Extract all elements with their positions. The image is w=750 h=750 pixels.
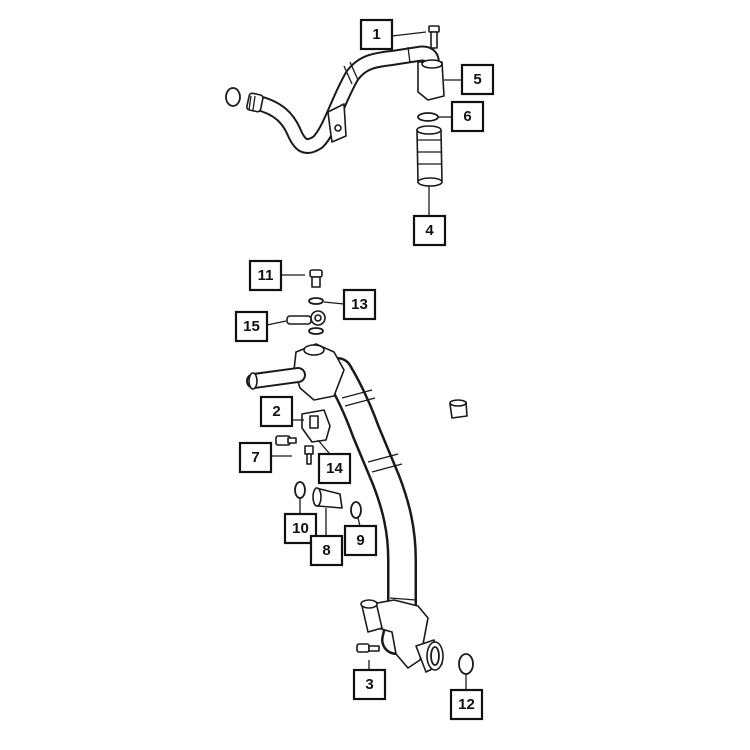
upper-pipe-assembly bbox=[225, 25, 445, 187]
callout-14: 14 bbox=[317, 452, 352, 485]
o-ring-6 bbox=[417, 112, 439, 122]
callout-6: 6 bbox=[450, 100, 485, 133]
callout-2: 2 bbox=[259, 395, 294, 428]
callout-12-label: 12 bbox=[458, 696, 475, 713]
callout-7: 7 bbox=[238, 441, 273, 474]
callout-8: 8 bbox=[309, 534, 344, 567]
callout-13: 13 bbox=[342, 288, 377, 321]
callout-4: 4 bbox=[412, 214, 447, 247]
callout-9: 9 bbox=[343, 524, 378, 557]
callout-11: 11 bbox=[248, 259, 283, 292]
callout-5-label: 5 bbox=[473, 71, 481, 88]
callout-2-label: 2 bbox=[272, 403, 280, 420]
callout-3: 3 bbox=[352, 668, 387, 701]
callout-4-label: 4 bbox=[425, 222, 434, 239]
callout-15-label: 15 bbox=[243, 318, 260, 335]
callout-1: 1 bbox=[359, 18, 394, 51]
callout-10-label: 10 bbox=[292, 520, 309, 537]
callout-15: 15 bbox=[234, 310, 269, 343]
callout-12: 12 bbox=[449, 688, 484, 721]
callout-9-label: 9 bbox=[356, 532, 364, 549]
callout-1-label: 1 bbox=[372, 26, 380, 43]
callout-6-label: 6 bbox=[463, 108, 471, 125]
leader-lines bbox=[266, 31, 467, 690]
callout-11-label: 11 bbox=[258, 267, 274, 284]
o-ring-upper-left bbox=[225, 87, 241, 107]
callout-14-label: 14 bbox=[326, 460, 343, 477]
callout-7-label: 7 bbox=[251, 449, 259, 466]
callout-13-label: 13 bbox=[351, 296, 368, 313]
callout-8-label: 8 bbox=[322, 542, 330, 559]
callout-3-label: 3 bbox=[365, 676, 373, 693]
lower-pipe-assembly bbox=[246, 269, 474, 675]
callout-5: 5 bbox=[460, 63, 495, 96]
